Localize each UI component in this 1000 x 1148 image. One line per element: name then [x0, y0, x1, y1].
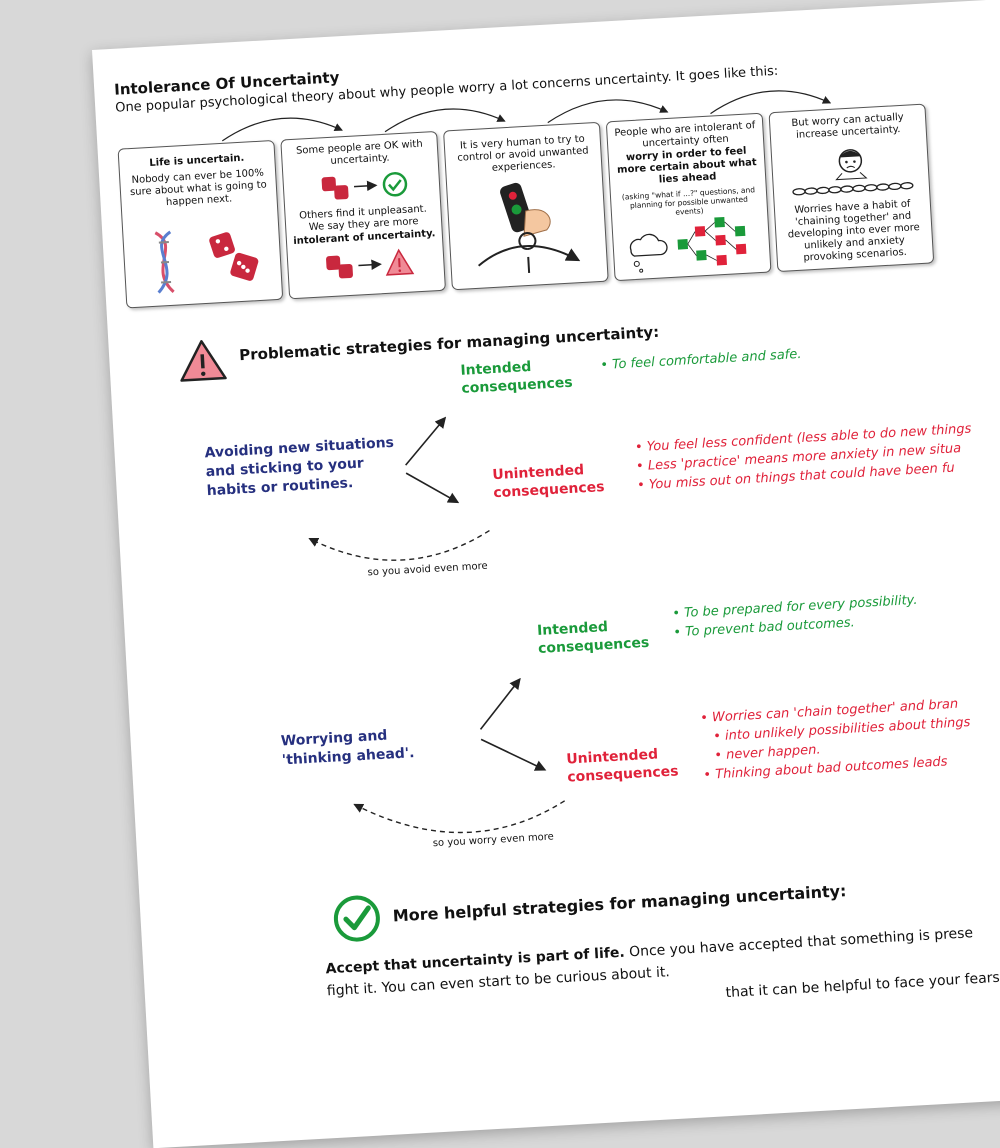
worksheet-content: Intolerance Of Uncertainty One popular p…	[114, 26, 1000, 81]
intended-consequences-label-2: Intended consequences	[537, 616, 650, 658]
strategy-worrying: Worrying and 'thinking ahead'.	[280, 725, 415, 770]
unintended-consequences-label-2: Unintended consequences	[566, 744, 679, 786]
unintended-consequences-list-2: Worries can 'chain together' and bran in…	[700, 694, 973, 785]
check-circle-icon	[332, 893, 383, 944]
worksheet-page: Intolerance Of Uncertainty One popular p…	[92, 0, 1000, 1148]
helpful-paragraph-3: that it can be helpful to face your fear…	[725, 965, 1000, 1004]
strategy-arrows	[114, 31, 1000, 980]
